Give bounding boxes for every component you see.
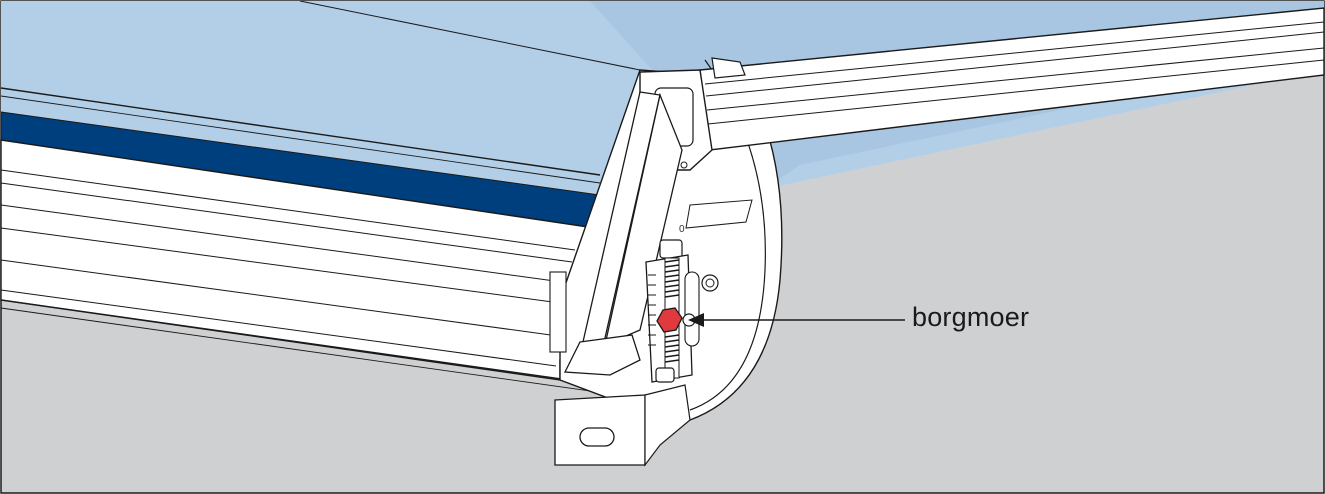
adjuster-slot xyxy=(684,271,700,347)
cassette-groove xyxy=(0,204,563,283)
cassette-groove xyxy=(0,259,559,337)
cassette-groove xyxy=(0,182,573,263)
lock-nut xyxy=(656,307,683,333)
fixing-screw-center xyxy=(705,278,715,288)
joint-pin xyxy=(680,161,688,169)
cassette-groove xyxy=(0,289,557,367)
wall-bracket-side xyxy=(644,384,691,467)
arm-groove xyxy=(706,47,1325,111)
thread-lines xyxy=(664,259,680,363)
adjuster-top-block xyxy=(659,239,683,259)
cassette-bottom-edge xyxy=(0,299,641,391)
support-arm-side xyxy=(604,92,683,347)
bracket-slot xyxy=(579,427,615,447)
cassette-groove xyxy=(0,227,561,304)
callout-label-lock-nut: borgmoer xyxy=(912,302,1030,332)
cassette-groove xyxy=(0,169,576,251)
arm-hinge-plate xyxy=(549,271,567,353)
fabric-top-line xyxy=(299,0,641,71)
callout-arrowhead xyxy=(688,313,704,327)
cassette-bottom-edge xyxy=(0,307,641,399)
arm-groove xyxy=(707,59,1325,125)
fabric-edge-line xyxy=(0,95,601,184)
fabric-edge-line xyxy=(0,87,601,176)
scale-zero-label: 0 xyxy=(679,224,685,235)
endcap-window xyxy=(685,199,753,229)
adjuster-bottom-nut xyxy=(655,367,675,383)
arm-groove xyxy=(704,21,1325,85)
support-arm-foot xyxy=(563,334,641,376)
arm-end-cap xyxy=(711,57,746,79)
scale-ticks xyxy=(648,274,656,346)
arm-groove xyxy=(705,31,1325,97)
